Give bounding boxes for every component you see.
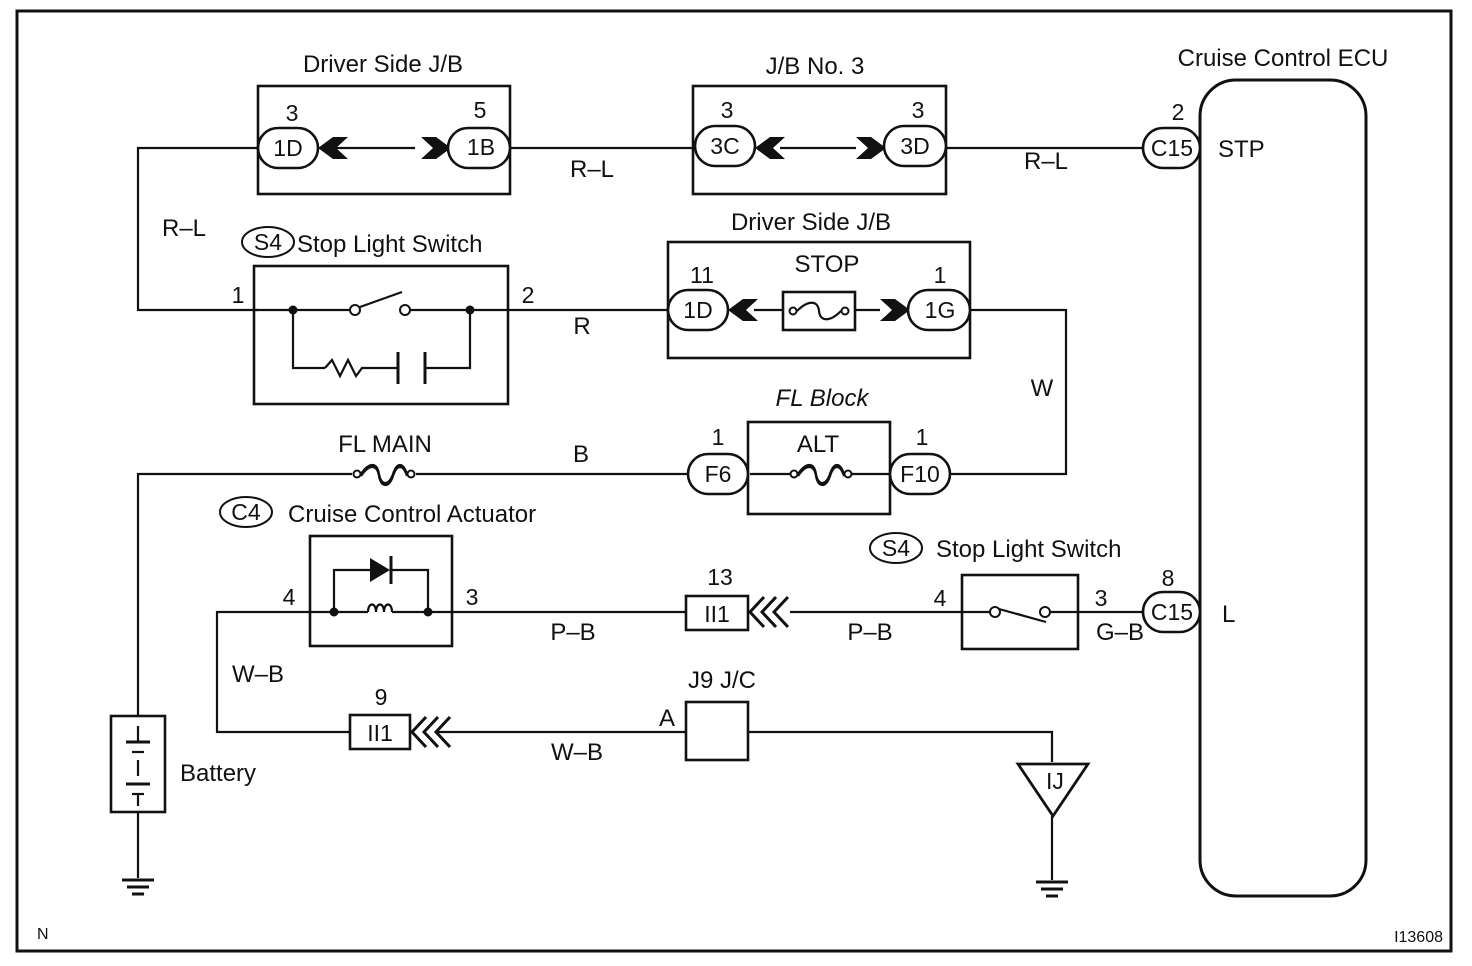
cruise-control-ecu: Cruise Control ECU 2 C15 STP 8 C15 L <box>1141 45 1389 898</box>
jc-pin: A <box>659 705 675 732</box>
ecu-stp-label: STP <box>1218 136 1265 163</box>
fl-main-fuse: FL MAIN <box>338 431 432 487</box>
stop-fuse-icon <box>781 290 857 332</box>
ii1-lower-label: II1 <box>367 720 393 746</box>
diagram-frame <box>15 9 1453 953</box>
jc-title: J9 J/C <box>688 667 756 694</box>
connector-1g: 1G <box>925 297 956 323</box>
battery-label: Battery <box>180 760 256 787</box>
jb3-left-pin: 3 <box>721 97 734 123</box>
ground-ij: IJ <box>1015 762 1091 819</box>
wire-label-pb-left: P–B <box>550 619 595 646</box>
wire-labels: R–L R–L R–L R W B P–B P–B G–B W–B W–B <box>162 148 1144 766</box>
driver-side-jb-mid-title: Driver Side J/B <box>731 209 891 236</box>
ecu-l-label: L <box>1222 601 1235 628</box>
jb3-right-pin: 3 <box>912 97 925 123</box>
ii1-upper-pin: 13 <box>707 564 733 590</box>
wire-label-r: R <box>573 313 590 340</box>
stop-switch-bottom-title: Stop Light Switch <box>936 536 1121 563</box>
wire-label-pb-right: P–B <box>847 619 892 646</box>
fl-main-label: FL MAIN <box>338 431 432 458</box>
jb-mid-fuse-label: STOP <box>795 251 860 278</box>
connector-c15-bottom: C15 <box>1151 599 1193 625</box>
jb-top-left-pin: 3 <box>286 100 299 126</box>
ground-icon <box>1036 880 1068 898</box>
stop-switch-bottom-tag: S4 <box>882 535 910 561</box>
corner-label-right: I13608 <box>1394 929 1443 946</box>
stop-switch-top-title: Stop Light Switch <box>297 231 482 258</box>
connector-3c: 3C <box>710 133 739 159</box>
jb-mid-right-pin: 1 <box>934 262 947 288</box>
ii1-lower-connector: 9 II1 <box>348 684 452 751</box>
actuator-title: Cruise Control Actuator <box>288 501 536 528</box>
chevron-right-icon <box>856 137 886 159</box>
battery: Battery <box>109 714 256 814</box>
jb-no3-title: J/B No. 3 <box>766 53 865 80</box>
ecu-pin-top: 2 <box>1172 99 1185 125</box>
fl-block-left-pin: 1 <box>712 424 725 450</box>
fl-block-fuse-label: ALT <box>797 431 840 458</box>
connector-3d: 3D <box>900 133 929 159</box>
wire-label-b: B <box>573 441 589 468</box>
jb-no3: J/B No. 3 3 3 3C 3D <box>691 53 948 196</box>
chevron-left-icon <box>318 137 348 159</box>
chevron-left-icon <box>747 595 766 629</box>
stop-light-switch-bottom: S4 Stop Light Switch 4 3 <box>869 532 1121 651</box>
connector-1d-mid: 1D <box>683 297 712 323</box>
wire-label-wb-left: W–B <box>232 661 284 688</box>
stop-switch-bottom-pin-right: 3 <box>1095 585 1108 611</box>
actuator-pin-left: 4 <box>283 584 296 610</box>
ecu-pin-bottom: 8 <box>1162 565 1175 591</box>
chevron-left-icon <box>755 137 785 159</box>
chevron-left-icon <box>409 715 428 749</box>
coil-icon <box>334 603 428 614</box>
fl-block-title: FL Block <box>776 385 871 412</box>
ii1-upper-label: II1 <box>704 601 730 627</box>
resistor-icon <box>324 357 398 379</box>
stop-switch-bottom-pin-left: 4 <box>934 585 947 611</box>
connector-1b: 1B <box>467 134 495 160</box>
chevron-right-icon <box>880 299 910 321</box>
driver-side-jb-mid: Driver Side J/B STOP 11 1 1D 1G <box>666 209 972 360</box>
ground-icon <box>122 878 154 896</box>
chevron-right-icon <box>421 137 451 159</box>
wire-label-rl-left: R–L <box>162 215 206 242</box>
ii1-lower-pin: 9 <box>375 684 388 710</box>
connector-f10: F10 <box>900 461 940 487</box>
jb-mid-left-pin: 11 <box>690 262 714 288</box>
connector-1d-top: 1D <box>273 135 302 161</box>
actuator-pin-right: 3 <box>466 584 479 610</box>
wire-label-rl-mid: R–L <box>570 156 614 183</box>
connector-f6: F6 <box>705 461 732 487</box>
connector-c15-top: C15 <box>1151 135 1193 161</box>
stop-light-switch-top: S4 Stop Light Switch 1 2 <box>232 226 535 406</box>
jb-top-right-pin: 5 <box>474 97 487 123</box>
diode-icon <box>370 558 390 582</box>
fl-block: FL Block ALT 1 1 F6 F10 <box>686 385 952 516</box>
stop-switch-top-pin-left: 1 <box>232 282 245 308</box>
driver-side-jb-top: Driver Side J/B 3 5 1D 1B <box>256 51 512 196</box>
ii1-upper-connector: 13 II1 <box>684 564 790 632</box>
wire-label-w: W <box>1031 375 1054 402</box>
alt-fuse-icon <box>789 463 853 487</box>
ecu-title: Cruise Control ECU <box>1178 45 1389 72</box>
junction-connector-j9: J9 J/C A <box>659 667 756 762</box>
fl-block-right-pin: 1 <box>916 424 929 450</box>
stop-switch-top-tag: S4 <box>254 229 282 255</box>
corner-label-left: N <box>37 926 49 943</box>
wires <box>136 146 1143 880</box>
stop-switch-top-pin-right: 2 <box>522 282 535 308</box>
wire-label-gb: G–B <box>1096 619 1144 646</box>
driver-side-jb-top-title: Driver Side J/B <box>303 51 463 78</box>
ground-ij-label: IJ <box>1046 768 1064 794</box>
wire-label-rl-right: R–L <box>1024 148 1068 175</box>
chevron-left-icon <box>728 299 758 321</box>
cruise-control-actuator: C4 Cruise Control Actuator 4 3 <box>219 496 536 648</box>
wire-label-wb-bottom: W–B <box>551 739 603 766</box>
actuator-tag: C4 <box>231 499 261 525</box>
